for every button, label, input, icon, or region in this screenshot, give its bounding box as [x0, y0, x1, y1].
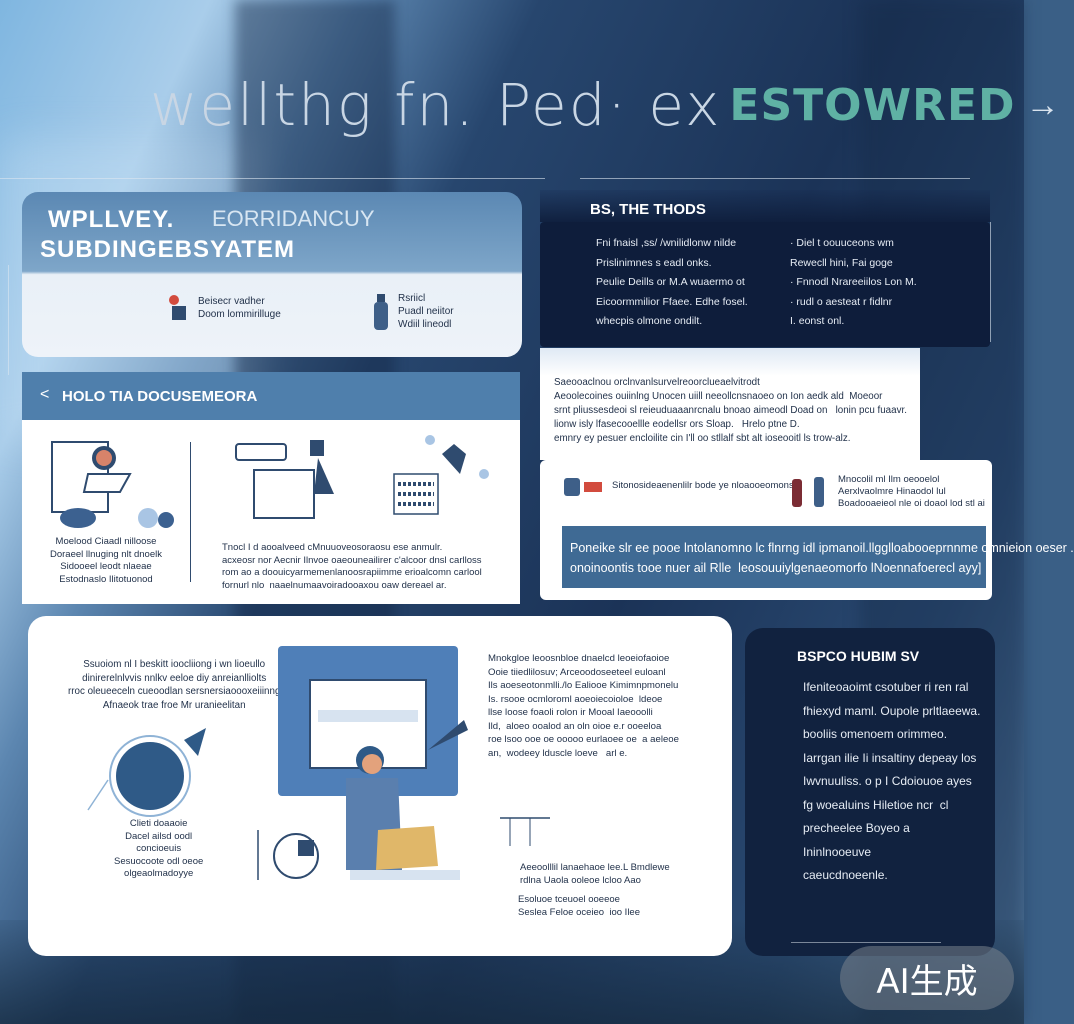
intro-text: Ssuoiom nl I beskitt ioocliiong i wn lio…	[68, 659, 281, 711]
page-title-accent: ESTOWRED	[729, 79, 1016, 131]
divider	[8, 265, 9, 375]
caption: Aeeoolllil lanaehaoe lee.L Bmdlewe rdlna…	[520, 862, 670, 886]
process-text: Ifeniteoaoimt csotuber ri ren ral fhiexy…	[803, 680, 981, 882]
item-label: Sitonosideaenenlilr bode ye nloaooeomons…	[612, 480, 801, 491]
person-at-screen-illustration	[257, 646, 468, 880]
card-body: Moelood Ciaadl nilloose Doraeel llnuging…	[22, 420, 520, 604]
main-illustration-card: Ssuoiom nl I beskitt ioocliiong i wn lio…	[28, 616, 732, 956]
caption: Moelood Ciaadl nilloose Doraeel llnuging…	[50, 536, 162, 585]
card-subheading: SUBDINGEBSYATEM	[40, 236, 296, 263]
notes-text: Saeooaclnou orclnvanlsurvelreoorclueaelv…	[554, 377, 907, 444]
divider	[190, 442, 191, 582]
list-item: Sitonosideaenenlilr bode ye nloaooeomons…	[564, 474, 800, 498]
chart-line-icon	[500, 817, 550, 846]
page-title: wellthg fn. Ped· ex	[150, 71, 722, 139]
card-header-bar: < HOLO TIA DOCUSEMEORA	[22, 372, 520, 420]
badge-label: AI生成	[876, 961, 978, 1002]
methods-card: Fni fnaisl ,ss/ /wnilidlonw nilde Prisli…	[540, 222, 990, 347]
globe-illustration	[87, 728, 206, 817]
card-heading: HOLO TIA DOCUSEMEORA	[62, 388, 258, 405]
device-icon	[564, 478, 602, 496]
item-label: Mnocolil ml Ilm oeooelol Aerxlvaolmre Hi…	[838, 474, 985, 509]
card-heading: WPLLVEY.	[48, 206, 175, 233]
chevron-left-icon[interactable]: <	[40, 386, 50, 403]
list-item: Beisecr vadher Doom lommirilluge	[166, 292, 281, 324]
bottle-icon	[374, 293, 388, 330]
caption: Tnocl I d aooalveed cMnuuoveosoraosu ese…	[222, 542, 482, 591]
divider	[580, 178, 970, 179]
banner-card: Sitonosideaenenlilr bode ye nloaooeomons…	[540, 460, 1074, 600]
notes-card: Saeooaclnou orclnvanlsurvelreoorclueaelv…	[540, 348, 920, 460]
card-heading-secondary: EORRIDANCUY	[212, 206, 375, 231]
divider	[990, 222, 991, 342]
item-label: Beisecr vadher Doom lommirilluge	[198, 296, 281, 320]
card-heading: BS, THE THODS	[590, 201, 706, 218]
item-label: Rsriicl Puadl neiitor Wdiil lineodl	[398, 293, 454, 330]
caption: Esoluoe tceuoel ooeeoe Seslea Feloe ocei…	[518, 894, 640, 918]
caption: Clieti doaaoie Dacel ailsd oodl concioeu…	[114, 818, 204, 879]
documents-card: < HOLO TIA DOCUSEMEORA Moelood Ciaadl ni…	[22, 372, 520, 604]
list-item: Mnocolil ml Ilm oeooelol Aerxlvaolmre Hi…	[790, 474, 985, 510]
info-banner: Poneike slr ee pooe lntolanomno lc flnrn…	[562, 526, 1074, 588]
methods-text-right: · Diel t oouuceons wm Rewecll hini, Fai …	[790, 237, 917, 327]
subsystem-card: WPLLVEY. EORRIDANCUY SUBDINGEBSYATEM Bei…	[22, 192, 522, 357]
process-card: BSPCO HUBIM SV Ifeniteoaoimt csotuber ri…	[745, 628, 995, 956]
page-header: wellthg fn. Ped· ex ESTOWRED →	[150, 60, 1060, 150]
divider	[791, 942, 941, 943]
ai-generated-badge: AI生成	[840, 946, 1014, 1010]
people-icon	[792, 477, 824, 507]
workflow-illustration	[235, 435, 489, 519]
divider	[0, 178, 545, 179]
person-at-desk-illustration	[51, 441, 174, 528]
methods-text-left: Fni fnaisl ,ss/ /wnilidlonw nilde Prisli…	[596, 237, 748, 327]
arrow-right-icon: →	[1025, 85, 1060, 124]
card-heading: BSPCO HUBIM SV	[797, 648, 920, 664]
banner-text: Poneike slr ee pooe lntolanomno lc flnrn…	[570, 541, 1074, 575]
description-text: Mnokgloe leoosnbloe dnaelcd leoeiofaoioe…	[488, 653, 679, 759]
person-icon	[169, 295, 186, 320]
methods-card-header: BS, THE THODS	[540, 190, 990, 222]
list-item: Rsriicl Puadl neiitor Wdiil lineodl	[372, 292, 454, 331]
